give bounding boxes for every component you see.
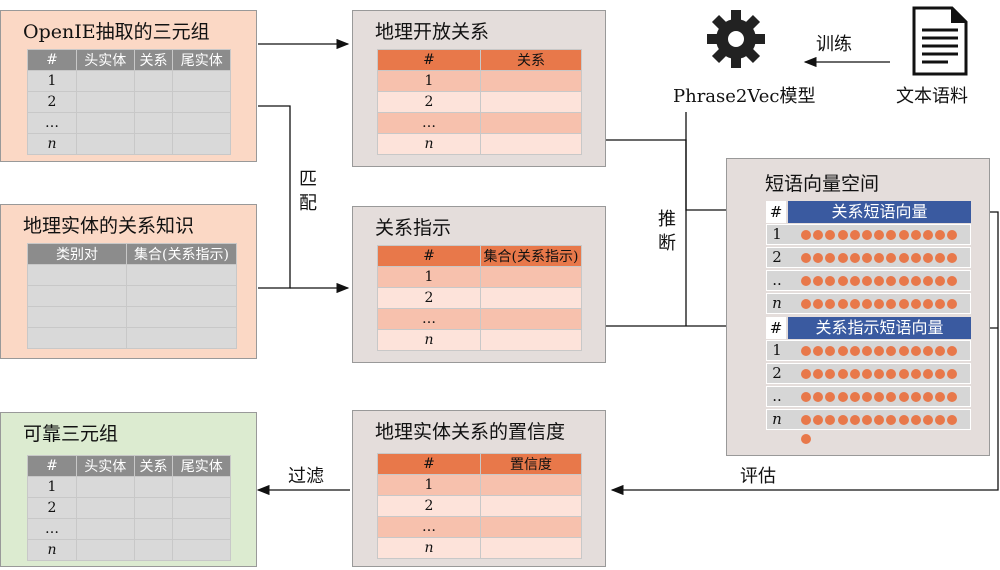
table-row: 2 [377, 495, 481, 517]
vector-dots [801, 392, 970, 421]
confidence-box: 地理实体关系的置信度 # 置信度 1 2 … n [352, 410, 606, 567]
table-row: … [377, 112, 481, 134]
table-row: 2 [377, 91, 481, 113]
col-set: 集合(关系指示) [126, 243, 237, 265]
open-relation-table: # 关系 1 2 … n [377, 49, 582, 155]
triples-box: OpenIE抽取的三元组 # 头实体 关系 尾实体 1 2 … n [0, 10, 257, 162]
vector-dots [801, 299, 970, 328]
table-row: 1 [377, 70, 481, 92]
col-tail: 尾实体 [172, 49, 231, 71]
table-row: n [377, 329, 481, 351]
reliable-box: 可靠三元组 # 头实体 关系 尾实体 1 2 … n [0, 412, 257, 567]
vector-row: n [766, 293, 971, 328]
col-relation: 关系 [480, 49, 582, 71]
open-relation-box: 地理开放关系 # 关系 1 2 … n [352, 10, 606, 167]
vector-dots [801, 369, 970, 398]
confidence-title: 地理实体关系的置信度 [375, 421, 566, 443]
indicator-box: 关系指示 # 集合(关系指示) 1 2 … n [352, 206, 606, 363]
col-confidence: 置信度 [480, 453, 582, 475]
table-row: … [27, 112, 77, 134]
table-row: 1 [377, 474, 481, 496]
table-row: 2 [27, 91, 77, 113]
table-row: n [377, 537, 481, 559]
table-row [27, 327, 127, 349]
train-label: 训练 [816, 34, 852, 55]
col-rel: 关系 [133, 455, 174, 477]
vector-row: .. [766, 386, 971, 421]
table-row: … [377, 308, 481, 330]
indicator-vector-header: # 关系指示短语向量 [766, 317, 971, 339]
table-row: n [27, 133, 77, 155]
col-set: 集合(关系指示) [480, 245, 582, 267]
table-row: … [377, 516, 481, 538]
vector-dots [801, 276, 970, 305]
table-row: 1 [27, 70, 77, 92]
model-label: Phrase2Vec模型 [673, 86, 816, 107]
table-row [27, 306, 127, 328]
vector-row: n [766, 409, 971, 444]
vector-row: 2 [766, 247, 971, 282]
table-row: n [377, 133, 481, 155]
col-head: 头实体 [76, 49, 135, 71]
vector-dots [801, 346, 970, 375]
col-rel: 关系 [133, 49, 174, 71]
vector-dots [801, 230, 970, 259]
infer-label: 推断 [658, 209, 676, 254]
gear-icon [707, 10, 765, 68]
col-class-pair: 类别对 [27, 243, 127, 265]
vector-row: 1 [766, 224, 971, 259]
col-hash: # [27, 49, 77, 71]
table-row [27, 264, 127, 286]
knowledge-box: 地理实体的关系知识 类别对 集合(关系指示) [0, 204, 257, 359]
col-hash: # [377, 49, 481, 71]
open-relation-title: 地理开放关系 [375, 21, 490, 43]
document-icon [912, 6, 968, 76]
relation-vector-header: # 关系短语向量 [766, 201, 971, 223]
confidence-table: # 置信度 1 2 … n [377, 453, 582, 559]
col-tail: 尾实体 [172, 455, 231, 477]
table-row: 2 [377, 287, 481, 309]
table-row: … [27, 518, 77, 540]
vector-dots [801, 415, 970, 444]
vector-row: .. [766, 270, 971, 305]
vector-row: 2 [766, 363, 971, 398]
triples-title: OpenIE抽取的三元组 [23, 21, 210, 43]
table-row: 2 [27, 497, 77, 519]
filter-label: 过滤 [288, 466, 324, 487]
corpus-label: 文本语料 [896, 86, 968, 107]
edge-match [258, 105, 291, 289]
table-row: 1 [27, 476, 77, 498]
col-head: 头实体 [76, 455, 135, 477]
match-label: 匹配 [299, 169, 317, 214]
vector-space-title: 短语向量空间 [765, 173, 880, 195]
triples-table: # 头实体 关系 尾实体 1 2 … n [27, 49, 231, 155]
indicator-table: # 集合(关系指示) 1 2 … n [377, 245, 582, 351]
col-hash: # [27, 455, 77, 477]
table-row [27, 285, 127, 307]
vector-dots [801, 253, 970, 282]
col-hash: # [377, 245, 481, 267]
col-hash: # [377, 453, 481, 475]
evaluate-label: 评估 [740, 466, 776, 487]
indicator-title: 关系指示 [375, 217, 452, 239]
reliable-title: 可靠三元组 [23, 423, 119, 445]
knowledge-table: 类别对 集合(关系指示) [27, 243, 237, 349]
knowledge-title: 地理实体的关系知识 [23, 215, 195, 237]
table-row: n [27, 539, 77, 561]
vector-row: 1 [766, 340, 971, 375]
reliable-table: # 头实体 关系 尾实体 1 2 … n [27, 455, 231, 561]
table-row: 1 [377, 266, 481, 288]
